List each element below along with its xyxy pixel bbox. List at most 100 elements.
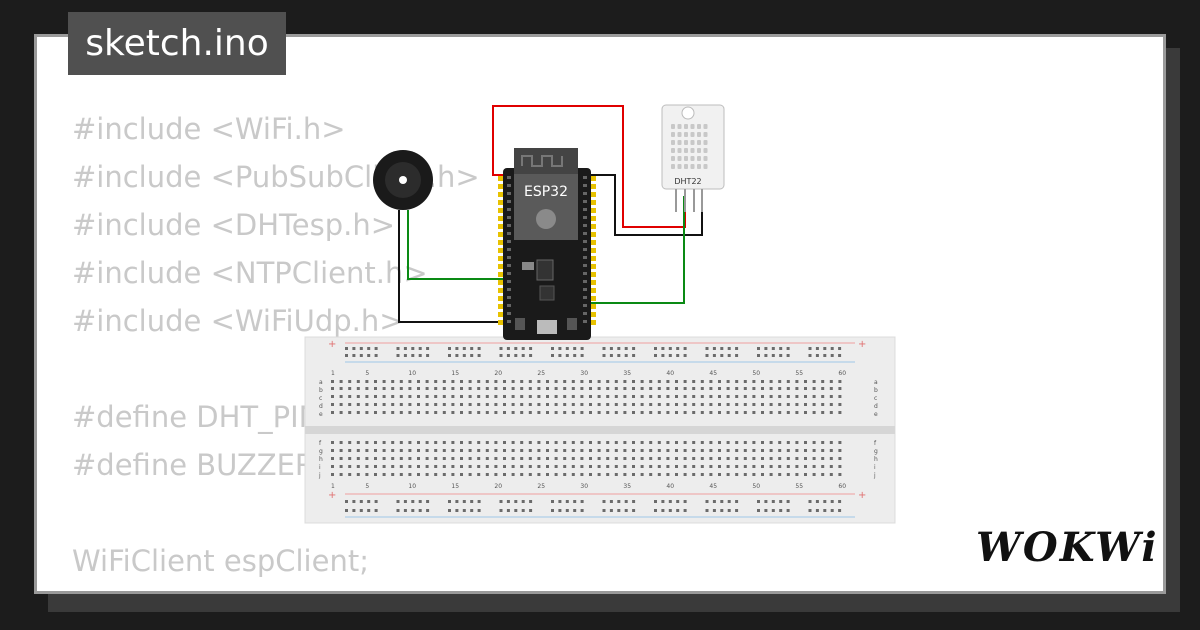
esp32-pin[interactable]: [591, 264, 596, 269]
esp32-pin[interactable]: [591, 304, 596, 309]
row-label: j: [318, 472, 321, 479]
esp32-pin[interactable]: [498, 184, 503, 189]
esp32-pin[interactable]: [591, 272, 596, 277]
top-col-label: 60: [838, 370, 846, 377]
top-col-label: 45: [709, 370, 717, 377]
esp32-pin[interactable]: [498, 256, 503, 261]
esp32-pin[interactable]: [498, 272, 503, 277]
esp32-pin[interactable]: [498, 176, 503, 181]
wokwi-logo: WOKWi: [976, 524, 1159, 571]
rail-plus-top: +: [328, 339, 336, 350]
black-wire-gnd-dht: [586, 174, 703, 236]
rail-plus-top-right: +: [858, 339, 866, 350]
esp32-pin[interactable]: [498, 224, 503, 229]
wires: [398, 105, 703, 323]
antenna-icon: [521, 155, 563, 167]
top-col-label: 35: [623, 370, 631, 377]
esp32-pin[interactable]: [498, 320, 503, 325]
row-label: i: [319, 464, 321, 471]
code-editor: #include <WiFi.h>#include <PubSubClient.…: [72, 105, 595, 591]
row-label: h: [874, 456, 878, 463]
top-col-label: 30: [580, 370, 588, 377]
bottom-col-label: 35: [623, 483, 631, 490]
esp32-pin[interactable]: [591, 248, 596, 253]
bottom-col-label: 20: [494, 483, 502, 490]
row-label: h: [319, 456, 323, 463]
esp32-pin[interactable]: [498, 312, 503, 317]
bottom-col-label: 60: [838, 483, 846, 490]
esp32-board[interactable]: ESP32: [498, 148, 596, 340]
row-label: f: [319, 440, 322, 447]
esp32-pin[interactable]: [498, 216, 503, 221]
row-label: c: [874, 395, 877, 402]
esp32-pin[interactable]: [591, 320, 596, 325]
esp32-pin[interactable]: [591, 240, 596, 245]
code-line: #define BUZZER 12: [72, 448, 362, 482]
esp32-pin[interactable]: [591, 216, 596, 221]
reset-button[interactable]: [567, 318, 577, 330]
bottom-col-label: 10: [408, 483, 416, 490]
filename-tab[interactable]: sketch.ino: [68, 12, 286, 75]
row-label: c: [319, 395, 322, 402]
bottom-col-label: 55: [795, 483, 803, 490]
bottom-col-label: 1: [331, 483, 335, 490]
row-label: a: [319, 379, 323, 386]
top-col-label: 20: [494, 370, 502, 377]
bottom-col-label: 40: [666, 483, 674, 490]
code-line: #include <WiFi.h>: [72, 112, 346, 146]
usb-port: [537, 320, 557, 334]
row-label: e: [319, 411, 323, 418]
row-label: d: [319, 403, 323, 410]
esp32-pin[interactable]: [591, 200, 596, 205]
esp32-label: ESP32: [524, 184, 568, 200]
esp32-pin[interactable]: [498, 296, 503, 301]
esp32-pin[interactable]: [591, 232, 596, 237]
top-col-label: 10: [408, 370, 416, 377]
esp32-pin[interactable]: [498, 264, 503, 269]
code-line: WiFiClient espClient;: [72, 544, 369, 578]
top-col-label: 15: [451, 370, 459, 377]
row-label: b: [319, 387, 323, 394]
row-label: i: [874, 464, 876, 471]
esp32-pin[interactable]: [498, 192, 503, 197]
espressif-logo-icon: [536, 209, 556, 229]
esp32-pin[interactable]: [591, 296, 596, 301]
buzzer[interactable]: [373, 150, 433, 210]
esp32-pin[interactable]: [591, 208, 596, 213]
esp32-pin[interactable]: [498, 232, 503, 237]
row-label: e: [874, 411, 878, 418]
esp32-pin[interactable]: [498, 280, 503, 285]
esp32-pin[interactable]: [591, 256, 596, 261]
row-label: b: [874, 387, 878, 394]
esp32-pin[interactable]: [591, 224, 596, 229]
row-label: g: [874, 448, 878, 455]
esp32-pin[interactable]: [591, 184, 596, 189]
dht22-sensor[interactable]: DHT22: [661, 104, 725, 212]
bottom-col-label: 5: [365, 483, 369, 490]
esp32-pin[interactable]: [498, 200, 503, 205]
esp32-pin[interactable]: [591, 312, 596, 317]
code-line: #include <WiFiUdp.h>: [72, 304, 404, 338]
esp32-pin[interactable]: [498, 240, 503, 245]
code-card: #include <WiFi.h>#include <PubSubClient.…: [34, 34, 1166, 594]
esp32-pin[interactable]: [591, 192, 596, 197]
esp32-pin[interactable]: [591, 176, 596, 181]
bottom-col-label: 30: [580, 483, 588, 490]
top-col-label: 5: [365, 370, 369, 377]
esp32-pin[interactable]: [498, 248, 503, 253]
row-label: j: [873, 472, 876, 479]
row-label: a: [874, 379, 878, 386]
esp32-pin[interactable]: [498, 304, 503, 309]
green-wire-dht-data: [586, 196, 685, 304]
esp32-pin[interactable]: [498, 208, 503, 213]
esp32-pin[interactable]: [498, 288, 503, 293]
bottom-col-label: 50: [752, 483, 760, 490]
top-col-label: 1: [331, 370, 335, 377]
top-col-label: 25: [537, 370, 545, 377]
esp32-pin[interactable]: [591, 280, 596, 285]
boot-button[interactable]: [515, 318, 525, 330]
code-line: #include <DHTesp.h>: [72, 208, 396, 242]
esp32-pin[interactable]: [591, 288, 596, 293]
